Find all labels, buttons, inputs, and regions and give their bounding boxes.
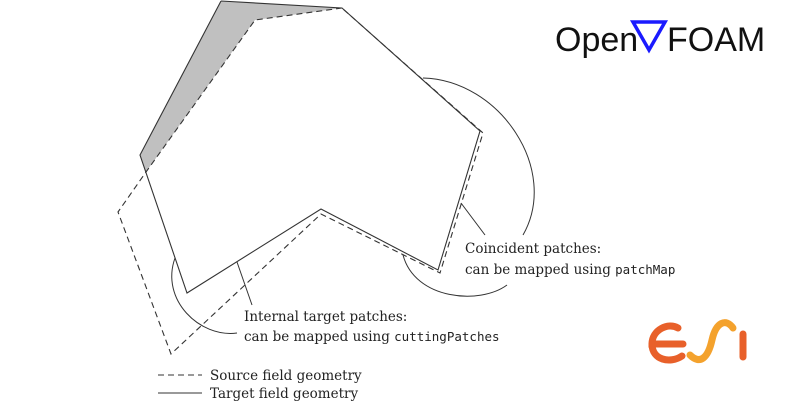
coincident-label-line2: can be mapped using patchMap xyxy=(465,262,675,278)
openfoam-logo: Open FOAM xyxy=(555,20,765,59)
legend-target-label: Target field geometry xyxy=(210,386,358,401)
internal-arc xyxy=(171,257,238,334)
coincident-label-line1: Coincident patches: xyxy=(465,241,601,257)
unmapped-shaded-region xyxy=(140,1,342,172)
coincident-arc-bottom xyxy=(402,254,508,297)
internal-label-line1: Internal target patches: xyxy=(244,309,407,325)
legend-source-label: Source field geometry xyxy=(210,368,362,384)
source-field-geometry xyxy=(117,7,484,355)
svg-text:FOAM: FOAM xyxy=(667,21,765,59)
nabla-icon xyxy=(629,20,669,54)
coincident-leader xyxy=(460,202,486,236)
coincident-arc-top xyxy=(422,77,535,236)
target-field-geometry xyxy=(139,0,481,294)
internal-leader xyxy=(236,261,253,306)
svg-text:Open: Open xyxy=(555,21,638,59)
internal-label-line2: can be mapped using cuttingPatches xyxy=(244,329,500,345)
esi-logo xyxy=(648,319,747,364)
